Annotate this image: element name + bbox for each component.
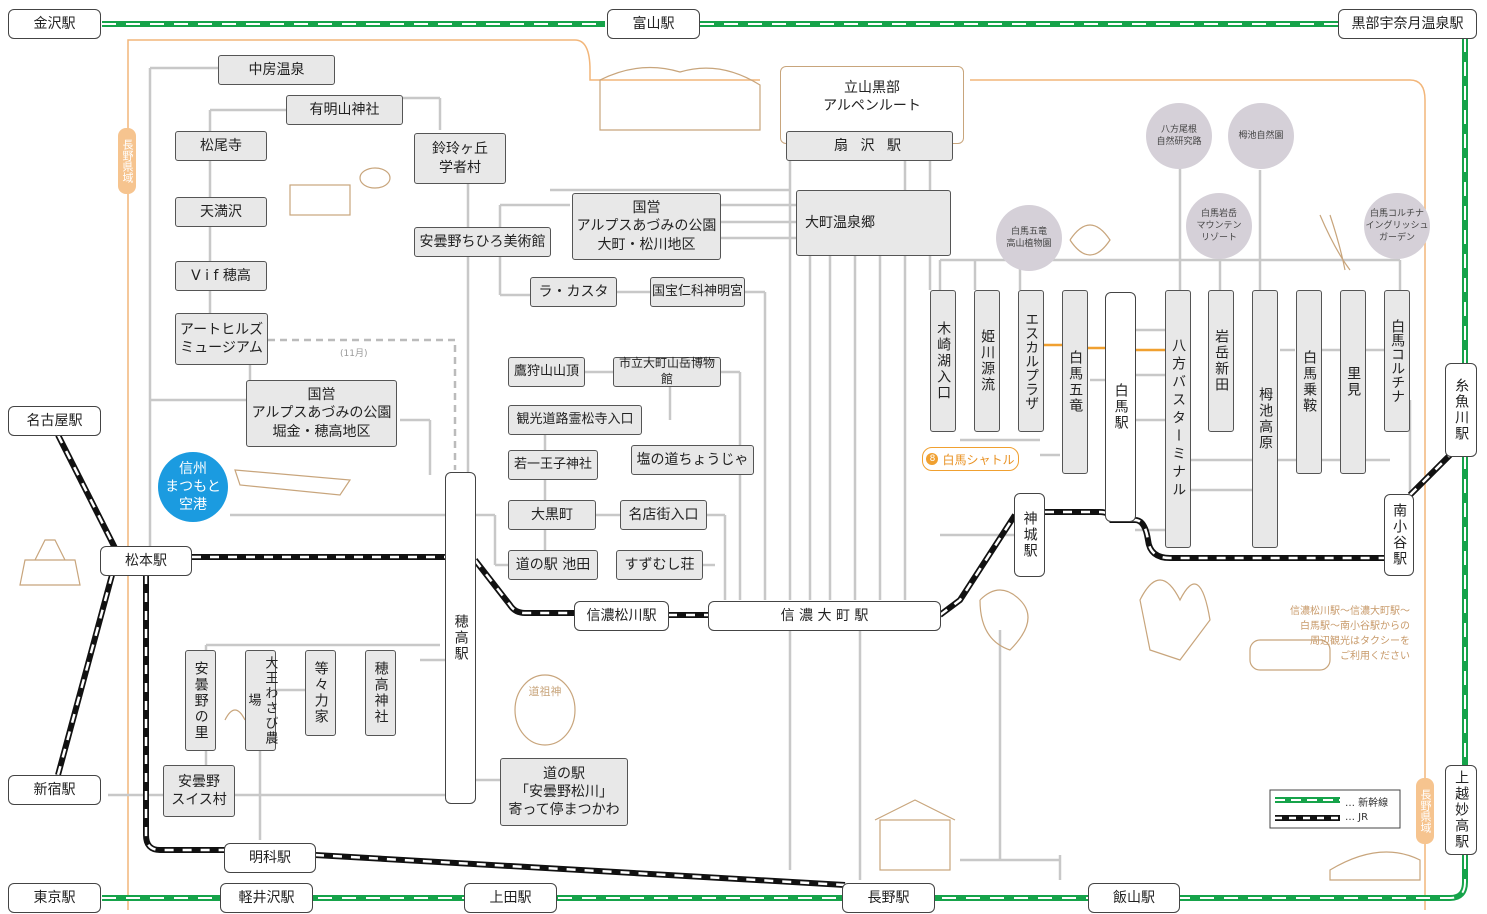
spot-reishoji-entrance[interactable]: 観光道路霊松寺入口: [508, 405, 642, 435]
spot-happo-bus-terminal[interactable]: 八方バスターミナル: [1165, 290, 1191, 548]
matsumoto-airport[interactable]: 信州 まつもと 空港: [158, 452, 228, 522]
prefecture-border-label-left: 長野県域: [118, 128, 136, 194]
spot-vif-hotaka[interactable]: V i f 穂高: [175, 261, 267, 291]
spot-wakaichi-oji[interactable]: 若一王子神社: [508, 450, 598, 480]
station-minamiotari[interactable]: 南小谷駅: [1384, 494, 1414, 576]
station-iiyama[interactable]: 飯山駅: [1088, 883, 1180, 913]
circle-tsugaike-nature-park[interactable]: 栂池自然園: [1228, 103, 1294, 169]
spot-todoriki[interactable]: 等々力家: [305, 650, 336, 736]
prefecture-border-label-right: 長野県域: [1416, 778, 1434, 844]
spot-shio-no-michi[interactable]: 塩の道ちょうじゃ: [631, 445, 754, 475]
spot-sangaku-museum[interactable]: 市立大町山岳博物館: [613, 356, 721, 387]
spot-satomi[interactable]: 里見: [1340, 290, 1366, 474]
spot-omachi-onsen[interactable]: 大町温泉郷: [796, 190, 951, 256]
station-nagoya[interactable]: 名古屋駅: [8, 406, 101, 436]
spot-kokuei-omachi[interactable]: 国営 アルプスあづみの公園 大町・松川地区: [572, 193, 721, 260]
circle-cortina-english-garden[interactable]: 白馬コルチナ イングリッシュ ガーデン: [1364, 193, 1430, 259]
spot-nakabusa-onsen[interactable]: 中房温泉: [218, 55, 335, 85]
spot-michinoeki-matsukawa[interactable]: 道の駅 「安曇野松川」 寄って停まつかわ: [500, 758, 628, 826]
spot-daikokucho[interactable]: 大黒町: [508, 500, 596, 530]
station-nagano[interactable]: 長野駅: [842, 883, 935, 913]
spot-takagari[interactable]: 鷹狩山山頂: [508, 357, 585, 387]
november-note: (11月): [340, 349, 368, 359]
spot-iwatake-shinden[interactable]: 岩岳新田: [1208, 290, 1234, 432]
taxi-note: 信濃松川駅〜信濃大町駅〜 白馬駅〜南小谷駅からの 周辺観光はタクシーを ご利用く…: [1290, 606, 1410, 662]
circle-goryu-alpine-garden[interactable]: 白馬五竜 高山植物園: [996, 205, 1062, 271]
spot-suzurei-gakushamura[interactable]: 鈴玲ヶ丘 学者村: [414, 133, 506, 184]
spot-tsugaike-kogen[interactable]: 栂池高原: [1252, 290, 1278, 548]
station-kurobe-unazuki[interactable]: 黒部宇奈月温泉駅: [1338, 9, 1477, 39]
hakuba-shuttle-label: 8 白馬シャトル: [922, 447, 1019, 471]
spot-azumino-no-sato[interactable]: 安曇野の里: [185, 650, 216, 751]
spot-himekawa[interactable]: 姫川源流: [974, 290, 1000, 432]
spot-tenmanzawa[interactable]: 天満沢: [175, 197, 267, 227]
spot-azumino-swiss[interactable]: 安曇野 スイス村: [163, 765, 235, 817]
circle-happo-nature-trail[interactable]: 八方尾根 自然研究路: [1146, 103, 1212, 169]
station-joetsumyoko[interactable]: 上越妙高駅: [1445, 765, 1477, 855]
station-ogizawa[interactable]: 扇 沢 駅: [786, 131, 953, 161]
station-toyama[interactable]: 富山駅: [607, 9, 700, 39]
spot-ariake-jinja[interactable]: 有明山神社: [286, 95, 403, 125]
circle-iwatake-mountain-resort[interactable]: 白馬岩岳 マウンテン リゾート: [1186, 193, 1252, 259]
spot-meitengai[interactable]: 名店街入口: [620, 500, 707, 530]
shuttle-label-text: 白馬シャトル: [942, 452, 1015, 467]
spot-chihiro-museum[interactable]: 安曇野ちひろ美術館: [414, 227, 551, 257]
legend-jr: … JR: [1345, 812, 1369, 823]
spot-suzumushiso[interactable]: すずむし荘: [616, 550, 703, 580]
spot-nishina-shinmei[interactable]: 国宝仁科神明宮: [650, 277, 745, 307]
spot-matsuodera[interactable]: 松尾寺: [175, 131, 267, 161]
spot-escal-plaza[interactable]: エスカルプラザ: [1018, 290, 1044, 432]
legend-shinkansen: … 新幹線: [1345, 798, 1389, 809]
station-ueda[interactable]: 上田駅: [464, 883, 557, 913]
station-hotaka[interactable]: 穂高駅: [445, 472, 476, 804]
station-akashina[interactable]: 明科駅: [224, 843, 316, 873]
svg-text:道祖神: 道祖神: [529, 684, 562, 698]
spot-hotaka-jinja[interactable]: 穂高神社: [365, 650, 396, 736]
spot-daio-wasabi[interactable]: 大王わさび農場: [245, 650, 277, 751]
station-shinano-matsukawa[interactable]: 信濃松川駅: [574, 601, 669, 631]
station-shinjuku[interactable]: 新宿駅: [8, 775, 101, 805]
spot-kisakiko[interactable]: 木崎湖入口: [930, 290, 956, 432]
station-matsumoto[interactable]: 松本駅: [100, 546, 192, 576]
spot-hakuba-norikura[interactable]: 白馬乗鞍: [1296, 290, 1322, 474]
spot-art-hills-museum[interactable]: アートヒルズ ミュージアム: [175, 313, 268, 365]
station-shinano-omachi[interactable]: 信 濃 大 町 駅: [708, 601, 941, 631]
station-kanazawa[interactable]: 金沢駅: [8, 9, 101, 39]
station-itoigawa[interactable]: 糸魚川駅: [1445, 363, 1477, 457]
station-kamishiro[interactable]: 神城駅: [1014, 493, 1045, 577]
spot-michinoeki-ikeda[interactable]: 道の駅 池田: [508, 550, 598, 580]
spot-kokuei-horigane[interactable]: 国営 アルプスあづみの公園 堀金・穂高地区: [246, 380, 397, 447]
station-tokyo[interactable]: 東京駅: [8, 883, 101, 913]
station-karuizawa[interactable]: 軽井沢駅: [220, 883, 313, 913]
spot-hakuba-goryu[interactable]: 白馬五竜: [1062, 290, 1088, 474]
station-hakuba[interactable]: 白馬駅: [1105, 292, 1136, 522]
shuttle-number-icon: 8: [926, 453, 939, 465]
spot-lacasta[interactable]: ラ・カスタ: [530, 277, 617, 307]
spot-hakuba-cortina[interactable]: 白馬コルチナ: [1384, 290, 1410, 432]
